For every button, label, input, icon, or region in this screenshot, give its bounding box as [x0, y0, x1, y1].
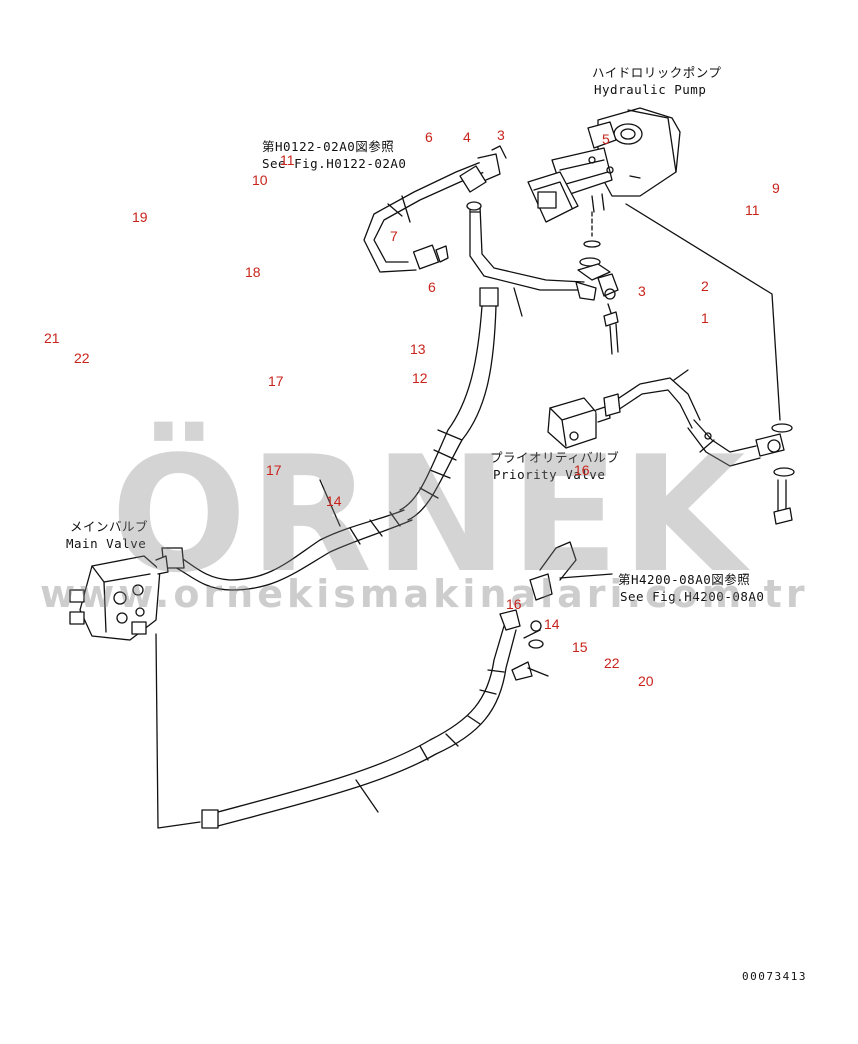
see-fig-right-jp: 第H4200-08A0図参照: [618, 572, 751, 587]
callout-21: 21: [44, 330, 60, 346]
callout-15: 15: [572, 639, 588, 655]
pump-fittings: [577, 211, 619, 355]
priority-valve-label-en: Priority Valve: [493, 467, 606, 482]
callout-6: 6: [425, 129, 433, 145]
callout-13: 13: [410, 341, 426, 357]
callout-3: 3: [497, 127, 505, 143]
hose-12-13: [399, 287, 499, 521]
main-valve: [69, 555, 201, 829]
right-fittings: [511, 541, 613, 681]
hose-pump-upper: [363, 145, 507, 273]
watermark-url: www.ornekismakinalari.com.tr: [40, 572, 809, 616]
callout-22: 22: [74, 350, 90, 366]
callout-14: 14: [326, 493, 342, 509]
see-fig-right-en: See Fig.H4200-08A0: [620, 589, 765, 604]
hydraulic-pump: [527, 107, 681, 223]
callout-16: 16: [574, 462, 590, 478]
main-valve-label-jp: メインバルブ: [70, 519, 149, 534]
main-valve-label-en: Main Valve: [66, 536, 147, 551]
callout-7: 7: [390, 228, 398, 244]
priority-valve-label-jp: プライオリティバルブ: [490, 450, 620, 465]
callout-17: 17: [268, 373, 284, 389]
document-number: 00073413: [742, 970, 807, 983]
callout-4: 4: [463, 129, 471, 145]
hose-elbow-to-flange: [466, 201, 597, 317]
priority-valve: [547, 203, 795, 525]
callout-16b: 16: [506, 596, 522, 612]
callout-1: 1: [701, 310, 709, 326]
pump-label-en: Hydraulic Pump: [594, 82, 707, 97]
callout-3b: 3: [638, 283, 646, 299]
callout-2: 2: [701, 278, 709, 294]
callout-12: 12: [412, 370, 428, 386]
callout-17b: 17: [266, 462, 282, 478]
see-fig-top-en: See Fig.H0122-02A0: [262, 156, 407, 171]
callout-22b: 22: [604, 655, 620, 671]
callout-10: 10: [252, 172, 268, 188]
callout-11: 11: [280, 152, 295, 168]
watermark-brand: ÖRNEK: [110, 421, 748, 608]
hose-lower-long: [201, 609, 521, 829]
see-fig-top-jp: 第H0122-02A0図参照: [262, 139, 395, 154]
callout-20: 20: [638, 673, 654, 689]
callout-18: 18: [245, 264, 261, 280]
callout-9: 9: [772, 180, 780, 196]
callout-11b: 11: [745, 202, 760, 218]
callout-5: 5: [602, 131, 610, 147]
callout-19: 19: [132, 209, 148, 225]
callout-14b: 14: [544, 616, 560, 632]
callout-6b: 6: [428, 279, 436, 295]
pump-label-jp: ハイドロリックポンプ: [592, 65, 722, 80]
